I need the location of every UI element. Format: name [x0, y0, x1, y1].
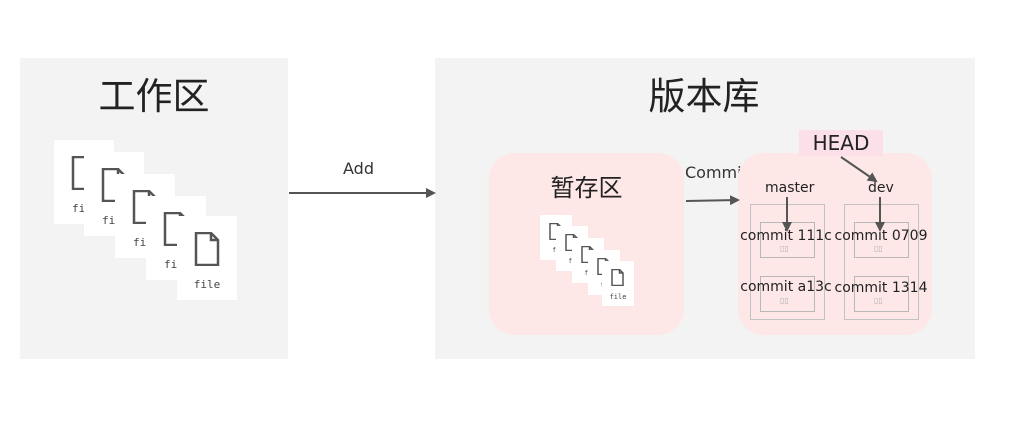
commit-label-master-1: commit 111c [740, 228, 832, 244]
commit-files-icon: ▯▯ [874, 244, 883, 253]
commit-files-icon: ▯▯ [780, 244, 789, 253]
file-card: file [602, 261, 634, 306]
commit-history-area [738, 153, 932, 335]
file-label: fi [72, 202, 86, 215]
branch-label-master: master [765, 180, 815, 196]
file-label: fi [164, 258, 178, 271]
branch-dev [844, 204, 919, 320]
commit-box [760, 276, 815, 312]
commit-label: Commit [685, 163, 748, 182]
file-icon [194, 232, 220, 266]
commit-label-dev-1: commit 0709 [834, 228, 928, 244]
branch-label-dev: dev [868, 180, 894, 196]
file-icon [611, 269, 624, 286]
file-label: fi [102, 214, 116, 227]
add-label: Add [343, 159, 374, 178]
commit-files-icon: ▯▯ [874, 296, 883, 305]
file-label: fi [133, 236, 147, 249]
file-label: file [193, 278, 221, 291]
commit-box [854, 276, 909, 312]
file-label: fi [572, 270, 604, 277]
commit-arrow [685, 195, 740, 206]
file-label: fi [540, 247, 572, 254]
repository-title: 版本库 [648, 75, 760, 118]
commit-label-master-2: commit a13c [740, 279, 832, 295]
file-label: fi [556, 258, 588, 265]
commit-files-icon: ▯▯ [780, 296, 789, 305]
file-label: file [609, 293, 627, 301]
workspace-title: 工作区 [98, 75, 210, 118]
file-card: file [177, 216, 237, 300]
commit-label-dev-2: commit 1314 [834, 280, 928, 296]
staging-title: 暂存区 [550, 174, 623, 202]
head-pointer: HEAD [799, 130, 883, 156]
head-arrow [840, 156, 878, 183]
